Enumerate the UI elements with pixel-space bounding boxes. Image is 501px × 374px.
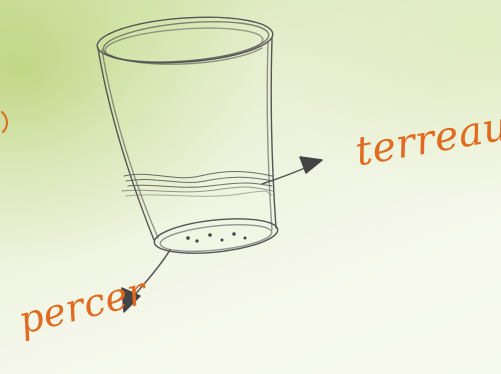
drain-holes — [186, 232, 246, 242]
soil-layer — [122, 172, 273, 197]
cup-bottom — [153, 214, 280, 259]
orange-scribble — [2, 112, 7, 132]
cup-rim — [96, 12, 275, 68]
arrow-terreau — [262, 157, 322, 184]
cup-sides — [98, 38, 276, 240]
